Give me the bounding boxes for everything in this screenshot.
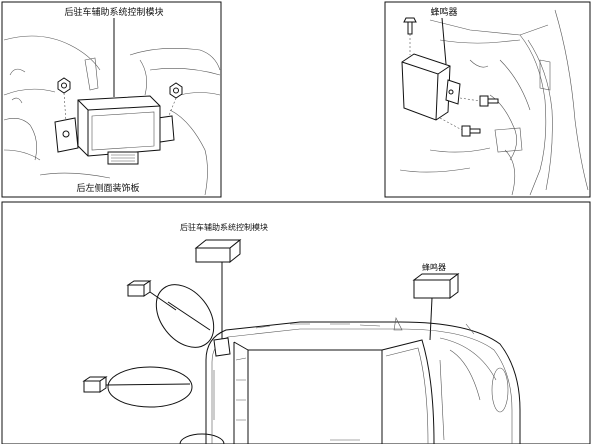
buzzer-screw-right <box>479 95 499 107</box>
module-label-bottom: 后驻车辅助系统控制模块 <box>180 222 268 232</box>
parking-assist-module-top <box>54 95 175 165</box>
buzzer-screw-top <box>403 17 417 35</box>
buzzer-label-top: 蜂鸣器 <box>430 6 457 18</box>
trim-panel-label: 后左侧面装饰板 <box>76 182 139 194</box>
trim-panel-sketch <box>3 35 221 196</box>
sensor-box-lower <box>82 376 108 393</box>
module-box-bottom <box>194 238 242 264</box>
car-roof <box>247 349 383 444</box>
buzzer-screw-lower <box>461 125 481 137</box>
bottom-panel: 后驻车辅助系统控制模块 蜂鸣器 <box>1 201 591 444</box>
buzzer-box-bottom <box>412 273 460 299</box>
nut-right <box>169 82 183 99</box>
module-label-top: 后驻车辅助系统控制模块 <box>64 6 163 18</box>
top-right-frame <box>384 1 591 198</box>
body-structure-sketch <box>399 9 589 196</box>
detail-ellipse-bottom <box>179 433 225 444</box>
detail-ellipse-lower <box>107 366 193 408</box>
car-top-view <box>205 317 521 444</box>
buzzer-leader-line-bottom <box>429 297 433 341</box>
top-left-frame <box>1 1 222 198</box>
nut-left <box>57 77 71 94</box>
buzzer-top <box>401 53 461 121</box>
top-left-panel: 后驻车辅助系统控制模块 后左侧面装饰板 <box>1 1 222 198</box>
ellipse-axis-lower <box>105 383 191 386</box>
ellipse-axis-upper <box>167 301 211 331</box>
buzzer-label-bottom: 蜂鸣器 <box>422 262 446 272</box>
buzzer-leader-line-top <box>441 17 447 65</box>
sensor-leader-upper <box>149 291 177 311</box>
detail-ellipse-upper <box>155 284 215 348</box>
top-right-panel: 蜂鸣器 <box>384 1 591 198</box>
sensor-box-upper <box>126 280 152 297</box>
bottom-frame <box>1 201 591 444</box>
